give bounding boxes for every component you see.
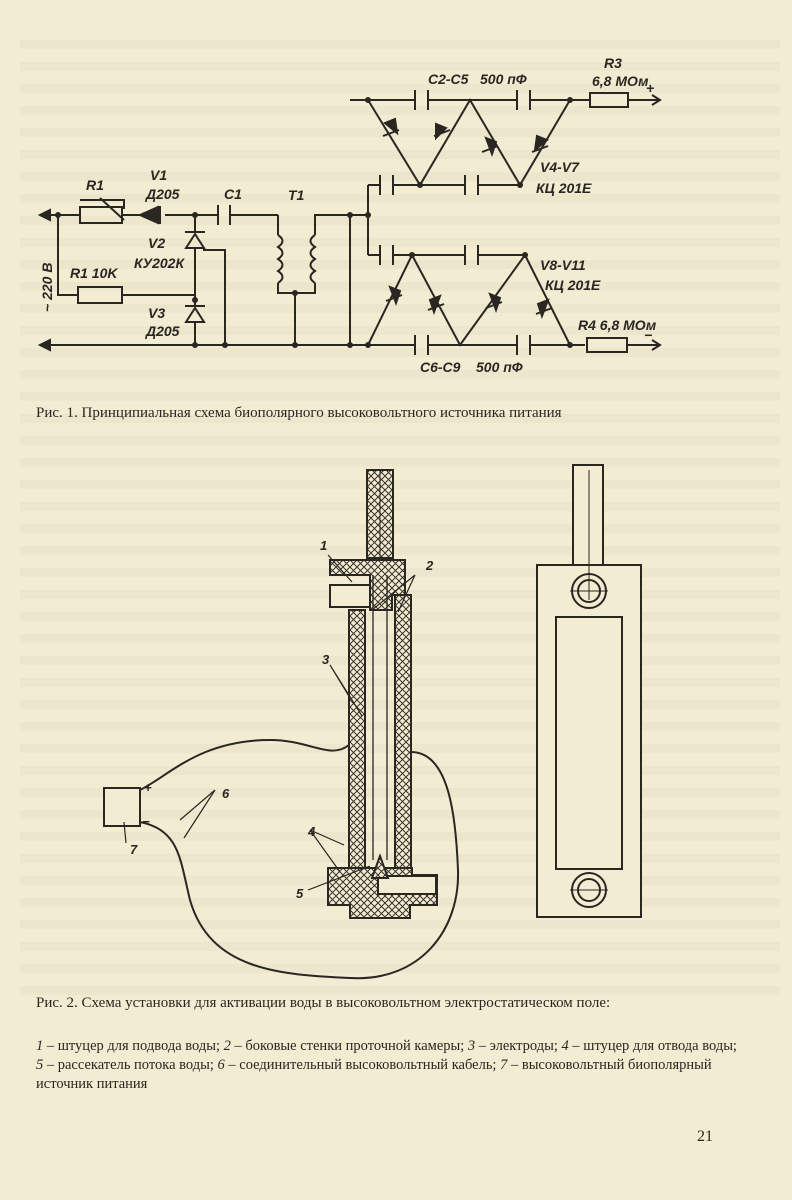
label-voltage: ~ 220 В [39,263,55,312]
circuit-labels: R1 V1 Д205 C1 T1 V2 КУ202К R1 10K V3 Д20… [39,55,657,375]
label-v1: V1 [150,167,167,183]
callout-3: 3 [322,652,330,667]
legend-item: 6 – соединительный высоковольтный кабель… [217,1057,501,1073]
label-c2-c5-value: 500 пФ [480,71,527,87]
label-v2-type: КУ202К [134,255,185,271]
source-plus: + [144,780,152,795]
label-r3-value: 6,8 МОм [592,73,649,89]
label-c1: C1 [224,186,242,202]
circuit-schematic [37,90,662,355]
source-minus: − [142,814,150,829]
callout-1: 1 [320,538,327,553]
label-r1: R1 [86,177,104,193]
label-v2: V2 [148,235,165,251]
callout-7: 7 [130,842,138,857]
label-v8-v11-type: КЦ 201Е [545,277,601,293]
label-c6-c9-value: 500 пФ [476,359,523,375]
callout-2: 2 [425,558,434,573]
legend-item: 5 – рассекатель потока воды; [36,1057,218,1073]
callout-5: 5 [296,886,304,901]
label-v3: V3 [148,305,165,321]
legend-item: 2 – боковые стенки проточной камеры; [223,1038,468,1054]
callout-6: 6 [222,786,230,801]
label-v3-type: Д205 [145,323,180,339]
label-v1-type: Д205 [145,186,180,202]
installation-callouts: 1 2 3 4 5 6 7 + − [130,538,434,901]
figure-2-legend: 1 – штуцер для подвода воды; 2 – боковые… [36,1037,744,1094]
legend-item: 3 – электроды; [467,1038,562,1054]
label-v4-v7-type: КЦ 201Е [536,180,592,196]
legend-item: 1 – штуцер для подвода воды; [36,1038,224,1054]
figure-1-caption: Рис. 1. Принципиальная схема биополярног… [36,405,562,421]
label-minus-output: − [644,327,652,343]
label-t1: T1 [288,187,305,203]
callout-4: 4 [307,824,316,839]
legend-item: 4 – штуцер для отвода воды; [561,1038,737,1054]
label-r1-10k: R1 10K [70,265,118,281]
label-v8-v11: V8-V11 [540,257,586,273]
label-v4-v7: V4-V7 [540,159,580,175]
label-c6-c9: C6-C9 [420,359,461,375]
label-r3: R3 [604,55,622,71]
page-number: 21 [697,1128,713,1145]
installation-drawing [103,464,642,980]
label-plus-output: + [646,80,654,96]
legend-item: 7 – высоковольтный биополярный источник … [36,1057,712,1092]
figure-2-caption: Рис. 2. Схема установки для активации во… [36,995,611,1011]
label-c2-c5: C2-C5 [428,71,469,87]
label-r4: R4 6,8 МОм [578,317,657,333]
